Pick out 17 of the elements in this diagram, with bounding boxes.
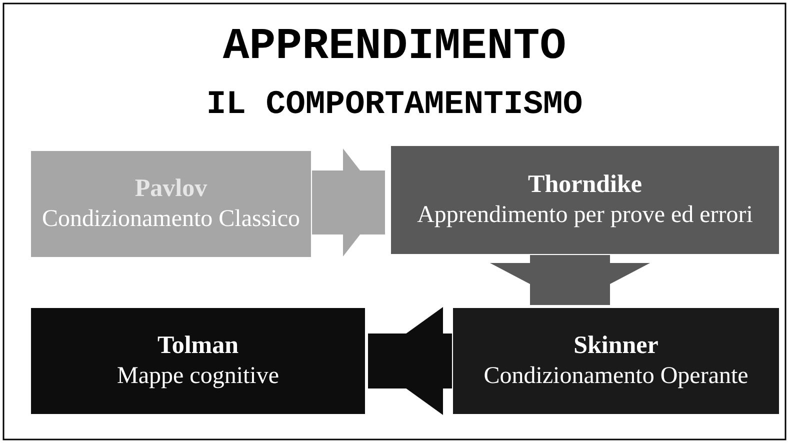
process-box [452, 307, 780, 415]
title: APPRENDIMENTO [222, 22, 568, 72]
box-text: Condizionamento Operante [484, 362, 748, 390]
process-box [30, 307, 366, 415]
box-heading: Pavlov [134, 174, 208, 204]
block-arrow [312, 148, 385, 256]
process-box [30, 150, 312, 258]
subtitle: IL COMPORTAMENTISMO [205, 86, 584, 123]
box-heading: Thorndike [528, 170, 642, 200]
process-box [390, 145, 780, 255]
box-text: Apprendimento per prove ed errori [417, 200, 753, 230]
block-arrow [368, 307, 452, 415]
block-arrow [490, 255, 650, 305]
box-text: Mappe cognitive [117, 362, 279, 390]
box-heading: Tolman [157, 330, 239, 360]
box-text: Condizionamento Classico [42, 204, 300, 234]
box-heading: Skinner [574, 330, 658, 360]
